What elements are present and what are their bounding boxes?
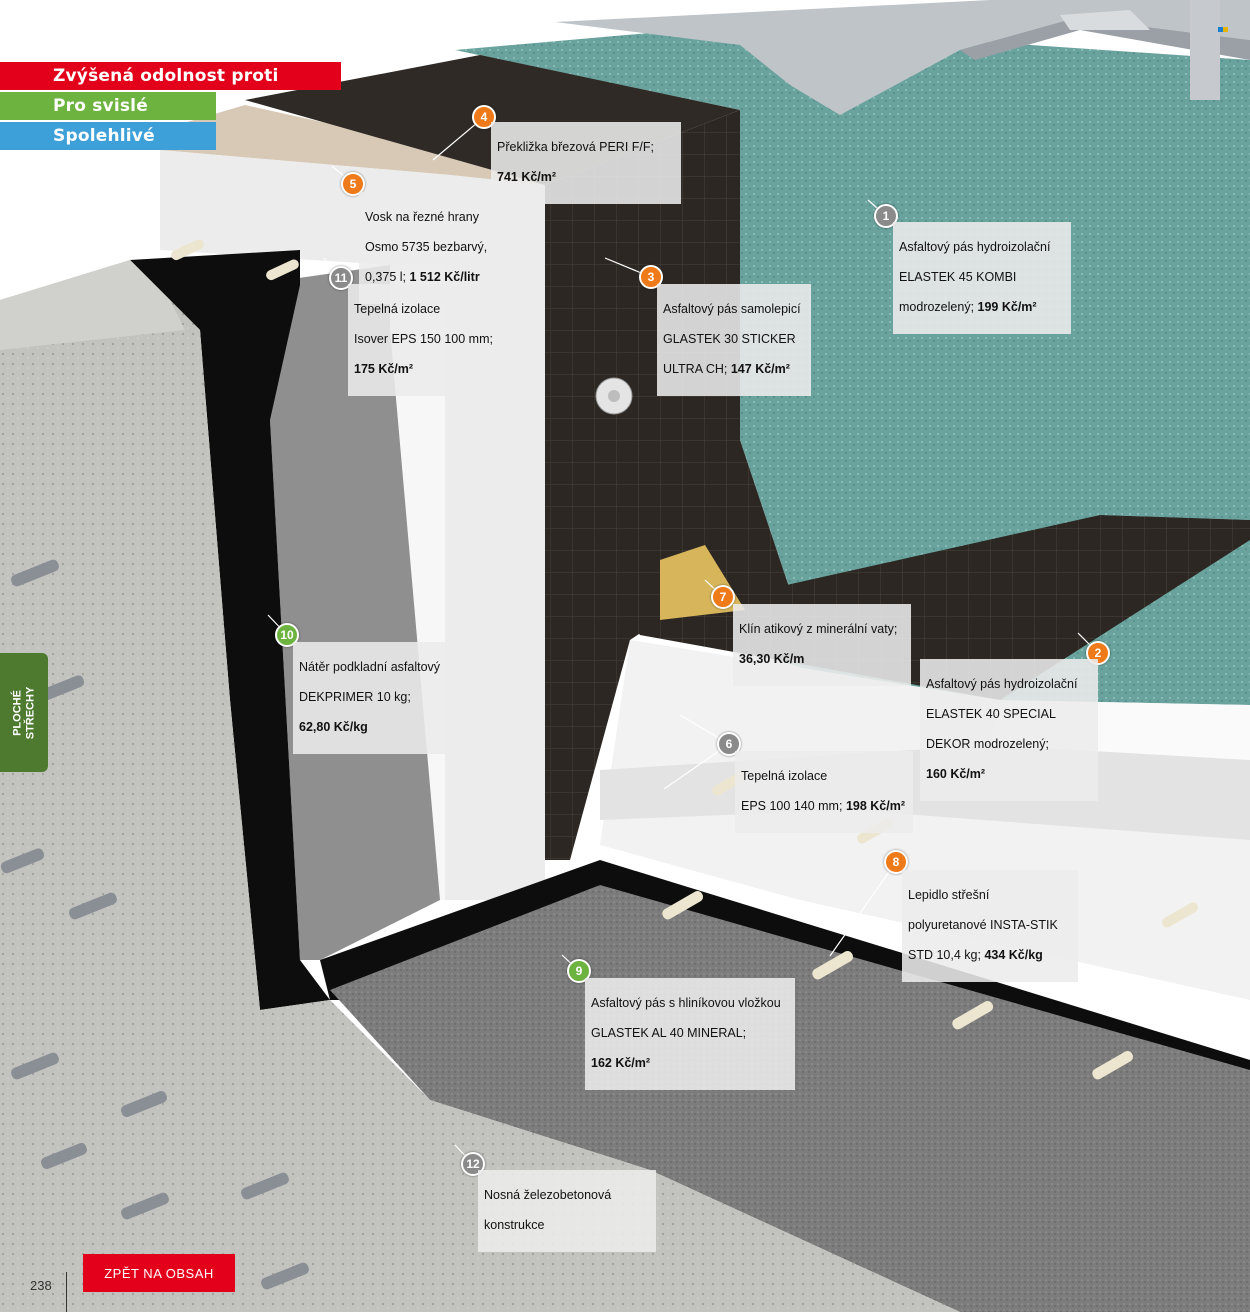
- feature-banner-resistance: Zvýšená odolnost proti stékání: [0, 62, 341, 114]
- callout-line: Tepelná izolace: [741, 769, 828, 783]
- callout-11: Tepelná izolace Isover EPS 150 100 mm; 1…: [348, 284, 526, 396]
- callout-line: Asfaltový pás hydroizolační: [899, 240, 1051, 254]
- callout-price: 160 Kč/m²: [926, 767, 986, 781]
- callout-price: 36,30 Kč/m: [739, 652, 805, 666]
- callout-line: Asfaltový pás s hliníkovou vložkou: [591, 996, 781, 1010]
- callout-line: Tepelná izolace: [354, 302, 441, 316]
- badge-9: 9: [567, 959, 591, 983]
- badge-7: 7: [711, 585, 735, 609]
- callout-line: GLASTEK 30 STICKER: [663, 332, 796, 346]
- gray-insulation-layer: [250, 265, 440, 960]
- callout-line: Osmo 5735 bezbarvý,: [365, 240, 488, 254]
- callout-line: Nátěr podkladní asfaltový: [299, 660, 441, 674]
- callout-line: modrozelený;: [899, 300, 975, 314]
- concrete-structure: [0, 260, 960, 1312]
- callout-line: Překližka březová PERI F/F;: [497, 140, 654, 154]
- callout-8: Lepidlo střešní polyuretanové INSTA-STIK…: [902, 870, 1078, 982]
- callout-line: Vosk na řezné hrany: [365, 210, 479, 224]
- adhesive-beads: [171, 239, 1198, 1080]
- callout-2: Asfaltový pás hydroizolační ELASTEK 40 S…: [920, 659, 1098, 801]
- callout-price: 62,80 Kč/kg: [299, 720, 368, 734]
- callout-4: Překližka březová PERI F/F; 741 Kč/m²: [491, 122, 681, 204]
- callout-line: konstrukce: [484, 1218, 545, 1232]
- callout-price: 1 512 Kč/litr: [409, 270, 480, 284]
- callout-12: Nosná železobetonová konstrukce: [478, 1170, 656, 1252]
- callout-line: ULTRA CH;: [663, 362, 728, 376]
- callout-price: 175 Kč/m²: [354, 362, 414, 376]
- anchor-bolts: [0, 559, 309, 1290]
- badge-1: 1: [874, 204, 898, 228]
- callout-line: Lepidlo střešní: [908, 888, 990, 902]
- callout-line: STD 10,4 kg;: [908, 948, 981, 962]
- callout-7: Klín atikový z minerální vaty; 36,30 Kč/…: [733, 604, 911, 686]
- callout-6: Tepelná izolace EPS 100 140 mm; 198 Kč/m…: [735, 751, 913, 833]
- page-number: 238: [30, 1278, 52, 1293]
- callout-line: DEKOR modrozelený;: [926, 737, 1049, 751]
- metal-flashing: [555, 0, 1250, 115]
- callout-line: ELASTEK 40 SPECIAL: [926, 707, 1056, 721]
- callout-line: Nosná železobetonová: [484, 1188, 612, 1202]
- callout-price: 162 Kč/m²: [591, 1056, 651, 1070]
- back-to-contents-button[interactable]: ZPĚT NA OBSAH: [83, 1254, 235, 1292]
- corner-mark: [1218, 27, 1228, 32]
- callout-line: 0,375 l;: [365, 270, 407, 284]
- gravel-membrane-floor: [330, 885, 1250, 1312]
- callout-line: Asfaltový pás hydroizolační: [926, 677, 1078, 691]
- callout-line: Isover EPS 150 100 mm;: [354, 332, 493, 346]
- callout-price: 198 Kč/m²: [845, 799, 905, 813]
- side-tab-flat-roofs[interactable]: PLOCHÉ STŘECHY: [0, 653, 48, 772]
- callout-line: polyuretanové INSTA-STIK: [908, 918, 1058, 932]
- page-divider: [66, 1272, 67, 1312]
- callout-price: 434 Kč/kg: [984, 948, 1043, 962]
- callout-line: GLASTEK AL 40 MINERAL;: [591, 1026, 747, 1040]
- feature-banner-reliable: Spolehlivé řešení: [0, 122, 216, 174]
- teal-membrane-wall: [455, 25, 1250, 590]
- badge-11: 11: [329, 266, 353, 290]
- side-tab-label: PLOCHÉ STŘECHY: [11, 686, 36, 739]
- badge-6: 6: [717, 732, 741, 756]
- feature-banner-vertical: Pro svislé plochy: [0, 92, 216, 144]
- callout-price: 147 Kč/m²: [730, 362, 790, 376]
- insulation-fastener: [595, 377, 633, 415]
- callout-price: 199 Kč/m²: [977, 300, 1037, 314]
- callout-line: ELASTEK 45 KOMBI: [899, 270, 1017, 284]
- callout-10: Nátěr podkladní asfaltový DEKPRIMER 10 k…: [293, 642, 471, 754]
- callout-line: DEKPRIMER 10 kg;: [299, 690, 411, 704]
- callout-line: Klín atikový z minerální vaty;: [739, 622, 898, 636]
- badge-10: 10: [275, 623, 299, 647]
- badge-4: 4: [472, 105, 496, 129]
- callout-price: 741 Kč/m²: [497, 170, 557, 184]
- callout-3: Asfaltový pás samolepicí GLASTEK 30 STIC…: [657, 284, 811, 396]
- callout-line: Asfaltový pás samolepicí: [663, 302, 801, 316]
- callout-line: EPS 100 140 mm;: [741, 799, 843, 813]
- callout-1: Asfaltový pás hydroizolační ELASTEK 45 K…: [893, 222, 1071, 334]
- callout-9: Asfaltový pás s hliníkovou vložkou GLAST…: [585, 978, 795, 1090]
